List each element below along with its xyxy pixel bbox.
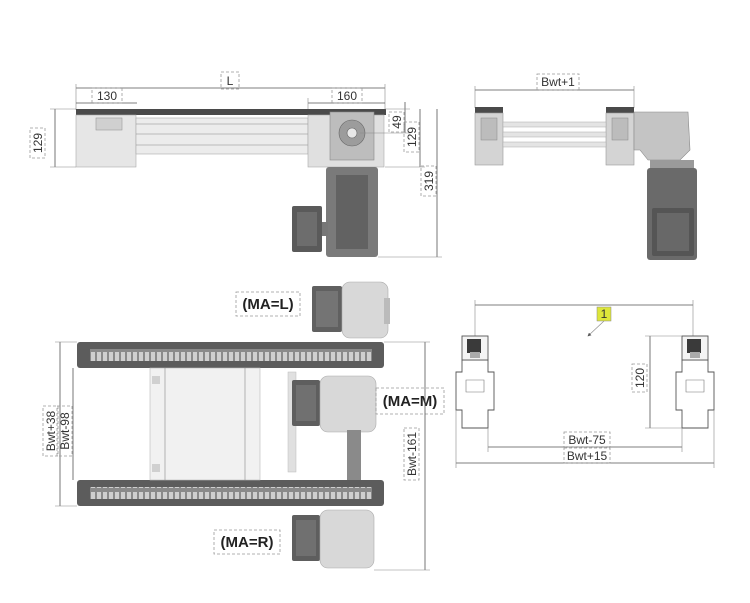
dim-129-right: 129 <box>405 127 419 147</box>
top-view: (MA=L) (MA=M) (MA=R) Bwt <box>42 281 445 571</box>
label-ma-l: (MA=L) <box>242 296 293 313</box>
dim-120: 120 <box>633 368 647 388</box>
dim-129-left: 129 <box>31 133 45 153</box>
label-ma-m: (MA=M) <box>383 393 438 410</box>
dim-160: 160 <box>337 89 357 103</box>
dim-l: L <box>227 74 234 88</box>
callout-1: 1 <box>601 307 608 321</box>
dim-bwt-minus-161: Bwt-161 <box>405 432 419 476</box>
dim-bwt-minus-75: Bwt-75 <box>568 433 606 447</box>
dim-bwt-minus-98: Bwt-98 <box>58 412 72 450</box>
dim-bwt-plus-38: Bwt+38 <box>44 410 58 451</box>
dim-319: 319 <box>422 171 436 191</box>
dim-bwt-plus-15: Bwt+15 <box>567 449 608 463</box>
label-ma-r: (MA=R) <box>221 534 274 551</box>
side-view: L 130 160 129 <box>29 71 442 258</box>
end-view: Bwt+1 <box>474 73 697 260</box>
dim-bwt-plus-1: Bwt+1 <box>541 75 575 89</box>
dim-130: 130 <box>97 89 117 103</box>
dim-49: 49 <box>390 115 404 129</box>
cross-section-view: 1 120 Bwt-75 Bwt+15 <box>455 300 715 468</box>
